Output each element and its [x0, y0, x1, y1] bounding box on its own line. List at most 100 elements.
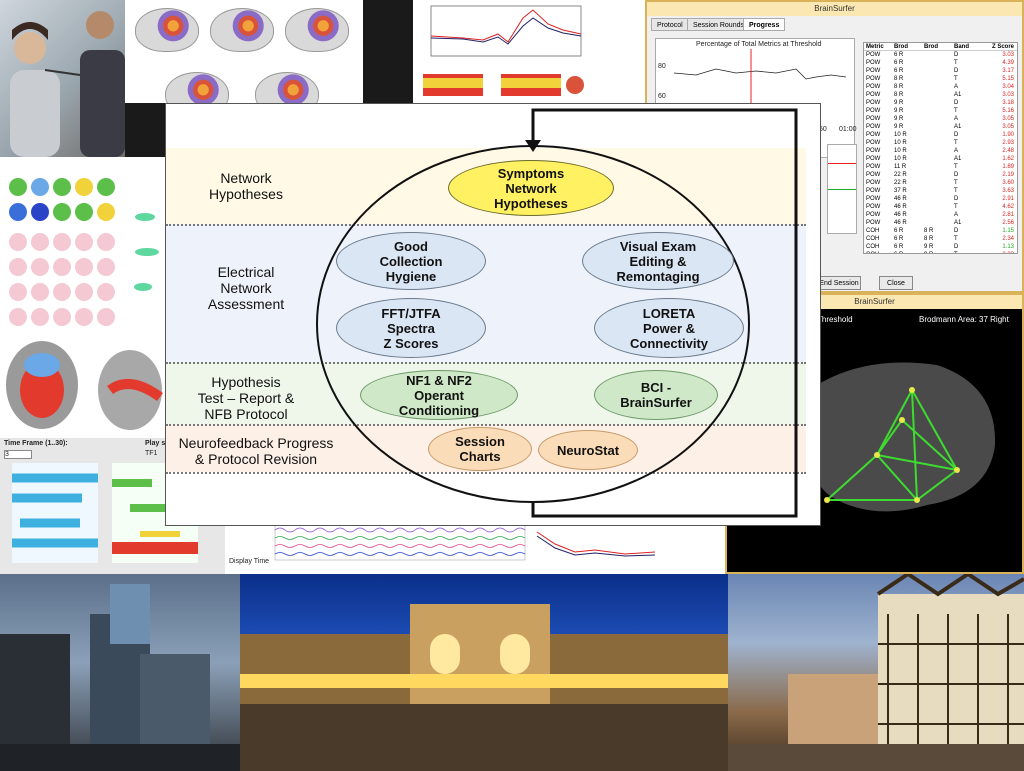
brodmann-area-label: Brodmann Area: 37 Right: [919, 315, 1009, 324]
table-cell: 37 R: [894, 188, 907, 194]
table-cell: 6 R: [894, 251, 924, 253]
table-cell: 9 R: [894, 124, 904, 130]
time-frame-input[interactable]: 3: [4, 450, 32, 459]
table-cell: D: [954, 100, 959, 106]
table-cell: COH: [866, 236, 880, 242]
table-cell: 2.19: [1002, 172, 1014, 178]
tab-progress[interactable]: Progress: [743, 18, 786, 31]
brain-map-e: [255, 72, 319, 103]
divider: [166, 472, 806, 474]
table-cell: COH: [866, 228, 880, 234]
table-cell: D: [954, 172, 959, 178]
table-cell: [924, 139, 954, 147]
table-cell: 8 R: [894, 84, 904, 90]
table-cell: 11 R: [894, 164, 907, 170]
table-cell: [924, 203, 954, 211]
station-building: [240, 604, 728, 771]
table-cell: POW: [866, 92, 881, 98]
diagram-frame: [316, 108, 798, 518]
table-cell: T: [954, 76, 958, 82]
divider: [166, 362, 806, 364]
window-title: BrainSurfer: [647, 2, 1022, 16]
nf1-nf2-oval: NF1 & NF2 Operant Conditioning: [360, 370, 518, 420]
close-button[interactable]: Close: [879, 276, 913, 290]
row-label-neurofeedback-progress: Neurofeedback Progress & Protocol Revisi…: [178, 435, 334, 467]
table-cell: 9 R: [894, 116, 904, 122]
table-cell: D: [954, 244, 959, 250]
table-cell: A: [954, 84, 959, 90]
table-cell: T: [954, 236, 958, 242]
table-cell: [924, 67, 954, 75]
city-photo-left: [0, 574, 240, 771]
tab-session-rounds[interactable]: Session Rounds: [687, 18, 750, 31]
neurofeedback-workflow-diagram: Network Hypotheses Electrical Network As…: [165, 103, 821, 526]
topo-heads: [9, 178, 115, 326]
table-cell: [924, 131, 954, 139]
neurostat-oval: NeuroStat: [538, 430, 638, 470]
table-cell: T: [954, 204, 958, 210]
table-cell: 1.89: [1002, 164, 1014, 170]
table-cell: 2.34: [1002, 236, 1014, 242]
table-header: Metric Brod Brod Band Z Score: [864, 43, 1017, 51]
eeg-traces-panel: Display Time: [225, 522, 725, 574]
erp-plot: [423, 5, 584, 96]
fft-jtfa-oval: FFT/JTFA Spectra Z Scores: [336, 298, 486, 358]
table-cell: [924, 211, 954, 219]
table-cell: T: [954, 108, 958, 114]
city-photo-station: [240, 574, 728, 771]
table-cell: 3.18: [1002, 100, 1014, 106]
table-cell: POW: [866, 140, 881, 146]
table-cell: 3.60: [1002, 180, 1014, 186]
table-cell: 3.63: [1002, 188, 1014, 194]
table-cell: 2.56: [1002, 220, 1014, 226]
table-cell: 6 R: [894, 244, 904, 250]
table-cell: 3.03: [1002, 52, 1014, 58]
table-cell: [924, 107, 954, 115]
row-label-hypothesis-test: Hypothesis Test – Report & NFB Protocol: [197, 374, 295, 422]
table-cell: POW: [866, 116, 881, 122]
table-cell: A1: [954, 220, 962, 226]
table-cell: 9 R: [894, 100, 904, 106]
brodmann-blobs: [134, 213, 159, 291]
table-cell: 1.62: [1002, 156, 1014, 162]
table-cell: POW: [866, 76, 881, 82]
table-cell: POW: [866, 148, 881, 154]
brain-map-b: [210, 8, 274, 52]
table-cell: 46 R: [894, 196, 907, 202]
table-cell: POW: [866, 60, 881, 66]
table-cell: POW: [866, 52, 881, 58]
table-cell: [924, 75, 954, 83]
table-cell: 2.93: [1002, 140, 1014, 146]
bci-brainsurfer-oval: BCI - BrainSurfer: [594, 370, 718, 420]
table-cell: 9 R: [924, 244, 934, 250]
table-cell: 3.04: [1002, 84, 1014, 90]
brain-map-c: [285, 8, 349, 52]
good-collection-oval: Good Collection Hygiene: [336, 232, 486, 290]
table-cell: 6 R: [894, 228, 904, 234]
table-cell: 4.62: [1002, 204, 1014, 210]
tab-protocol[interactable]: Protocol: [651, 18, 689, 31]
table-cell: 6 R: [894, 52, 904, 58]
table-cell: POW: [866, 84, 881, 90]
table-cell: A: [954, 212, 959, 218]
end-session-button[interactable]: End Session: [817, 276, 861, 290]
brain-map-a: [135, 8, 199, 52]
table-cell: POW: [866, 164, 881, 170]
city-photo-oldtown: [728, 574, 1024, 771]
table-cell: POW: [866, 156, 881, 162]
table-cell: 5.15: [1002, 76, 1014, 82]
table-cell: POW: [866, 204, 881, 210]
metric-table: Metric Brod Brod Band Z Score POW 6 R D 3.0…: [863, 42, 1018, 254]
table-cell: COH: [864, 251, 894, 253]
row-label-network-hypotheses: Network Hypotheses: [209, 170, 283, 202]
